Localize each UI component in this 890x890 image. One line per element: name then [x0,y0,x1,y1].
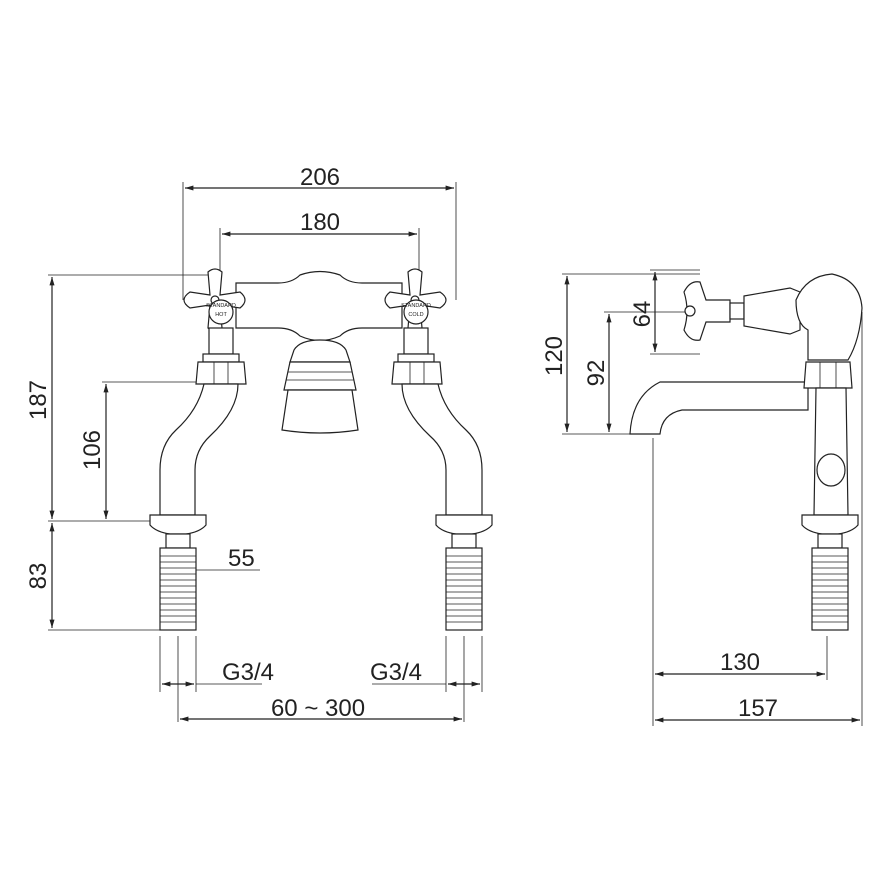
dimension-tail-length: 83 [25,523,160,631]
tail-thread-hot [160,555,196,623]
dimension-label-83: 83 [25,563,52,590]
centres-range-label: 60 ~ 300 [271,695,365,722]
hot-button-icon [208,299,234,325]
thread-right-label: G3/4 [370,659,422,686]
hot-label: HOT [215,312,227,318]
dimension-label-106: 106 [79,430,106,470]
dimension-label-55: 55 [228,545,255,572]
cold-button-icon [403,299,429,325]
dimension-label-180: 180 [300,209,340,236]
dimension-centres-range: 60 ~ 300 [180,695,462,722]
dimension-label-187: 187 [25,380,52,420]
hot-small-top-label: STANDARD [206,303,236,309]
tail-thread-cold [446,555,482,623]
cold-valve-assembly: STANDARD COLD [384,268,493,631]
dimension-label-130: 130 [720,649,760,676]
dimension-overall-width: 206 [182,164,457,300]
thread-left-label: G3/4 [222,659,274,686]
side-faucet-body [629,273,863,631]
dimension-spout-projection: 130 [652,438,828,726]
dimension-label-206: 206 [300,164,340,191]
dimension-handle-height: 64 [629,269,700,355]
dimension-overall-height: 187 [25,274,215,519]
side-view: 120 92 64 [541,269,863,726]
dimension-label-157: 157 [738,695,778,722]
cold-label: COLD [408,312,423,318]
dimension-spout-to-deck: 106 [79,381,210,519]
dimension-thread-right: G3/4 [370,636,483,722]
dimension-label-64: 64 [629,301,656,328]
cold-small-top-label: STANDARD [401,303,431,309]
dimension-overall-depth: 157 [655,312,863,726]
dimension-label-92: 92 [583,360,610,387]
dimension-handle-centres: 180 [219,209,420,270]
front-view: 206 180 187 106 83 [25,164,493,722]
dimension-outlet-height: 92 [583,311,690,432]
dimension-thread-left: G3/4 [159,636,274,722]
hot-valve-assembly: STANDARD HOT [149,268,403,631]
dimension-label-120: 120 [541,336,568,376]
tail-thread-side [812,555,848,623]
